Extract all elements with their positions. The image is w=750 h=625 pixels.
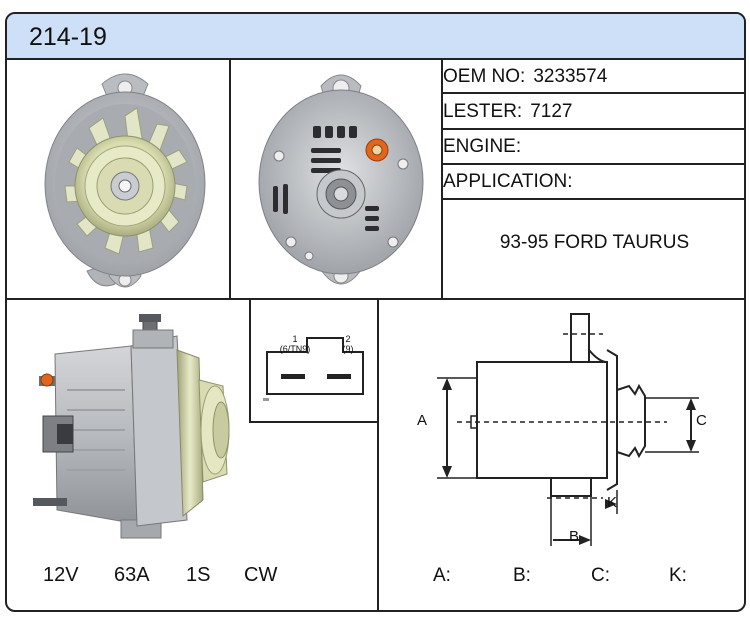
oem-value: 3233574: [533, 66, 608, 87]
pin1-labels: 1 (6/TN9): [272, 334, 318, 354]
dim-b-value-label: B:: [513, 565, 531, 586]
engine-label: ENGINE:: [443, 136, 522, 157]
divider: [443, 128, 744, 130]
oem-label: OEM NO:: [443, 66, 526, 87]
divider: [441, 60, 443, 300]
dim-a-value-label: A:: [433, 565, 451, 586]
dim-k-label: K: [607, 494, 618, 511]
pin2-number: 2: [345, 334, 351, 344]
connector-box-border: [249, 300, 251, 423]
dim-b-label: B: [569, 528, 580, 545]
divider: [443, 92, 744, 94]
divider: [377, 298, 379, 610]
alternator-rear-view: [258, 74, 424, 285]
oem-row: OEM NO: 3233574: [443, 66, 607, 88]
application-value: 93-95 FORD TAURUS: [499, 232, 690, 253]
dim-a-label: A: [417, 412, 428, 429]
engine-row: ENGINE:: [443, 136, 529, 158]
lester-value: 7127: [530, 101, 573, 122]
pin1-number: 1: [292, 334, 298, 344]
product-spec-sheet: 214-19 OEM NO: 3233574 LESTER: 7127 ENGINE…: [5, 12, 746, 612]
divider: [443, 198, 744, 200]
lester-row: LESTER: 7127: [443, 101, 572, 123]
lester-label: LESTER:: [443, 101, 523, 122]
rotation: CW: [244, 564, 278, 586]
alternator-side-view: [33, 314, 230, 539]
header-bar: 214-19: [7, 14, 744, 60]
divider: [443, 163, 744, 165]
connector-diagram: [263, 337, 364, 401]
dim-c-value-label: C:: [591, 565, 610, 586]
application-label: APPLICATION:: [443, 171, 573, 192]
part-number: 214-19: [29, 23, 107, 51]
pin1-label: (6/TN9): [279, 344, 311, 354]
alternator-front-view: [44, 73, 206, 288]
application-row: APPLICATION:: [443, 171, 573, 193]
divider: [229, 60, 231, 300]
regulator-config: 1S: [186, 564, 211, 586]
voltage: 12V: [43, 564, 79, 586]
pin2-labels: 2 (9): [333, 334, 363, 354]
dim-k-value-label: K:: [669, 565, 687, 586]
connector-box-border: [249, 421, 379, 423]
divider: [7, 298, 744, 300]
dim-c-label: C: [696, 412, 707, 429]
amperage: 63A: [114, 564, 150, 586]
dimension-diagram: [437, 313, 699, 546]
pin2-label: (9): [342, 344, 354, 354]
